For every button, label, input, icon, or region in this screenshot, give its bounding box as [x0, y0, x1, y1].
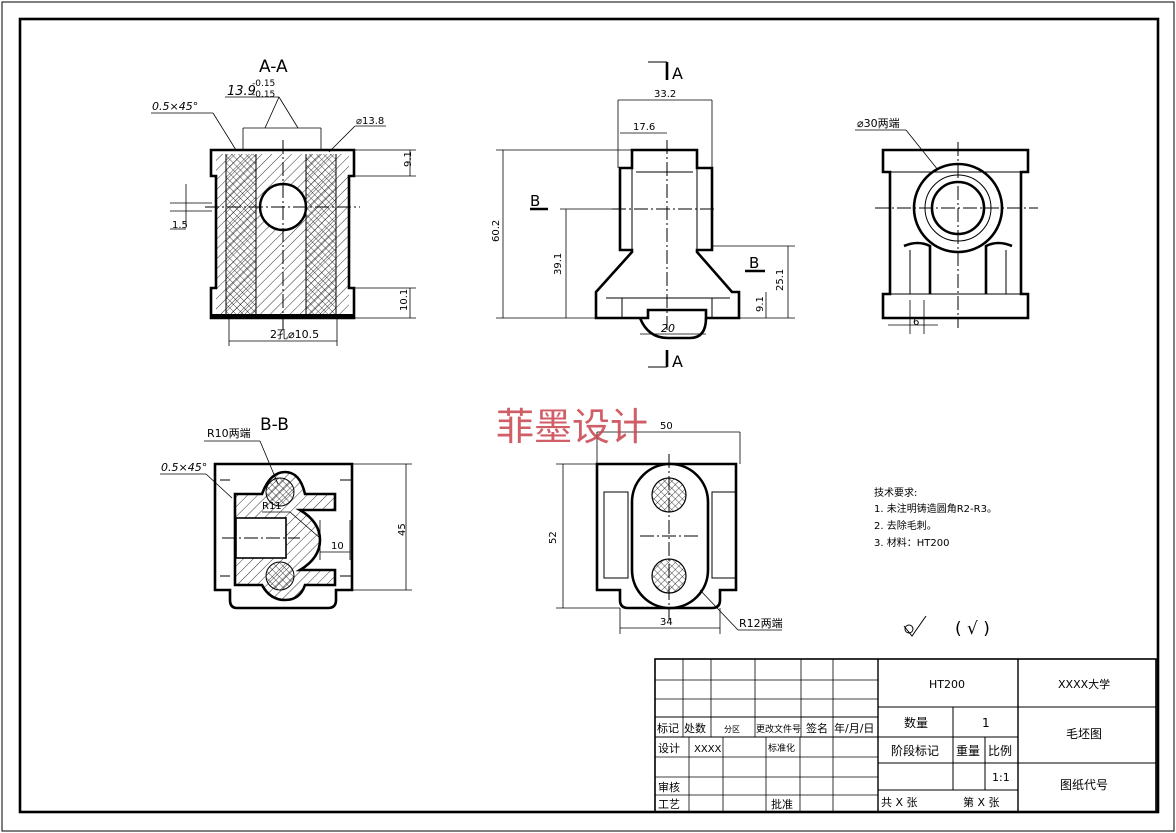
tol-upper: -0.15: [252, 79, 275, 89]
top-dim-width: 50: [660, 421, 673, 432]
title-block: [654, 658, 1157, 813]
tb-school: XXXX大学: [1058, 677, 1110, 691]
side-dia: ⌀30两端: [857, 117, 900, 130]
front-dim-inner: 17.6: [633, 122, 655, 133]
aa-holes: 2孔⌀10.5: [270, 328, 319, 341]
section-aa-view: A-A 13.9 -0.15 -0.15 0.5×45° ⌀13.8 9.1: [151, 57, 416, 346]
section-bb-view: B-B R10两端 0.5×45° R11 10 45: [160, 415, 412, 610]
top-radius: R12两端: [739, 617, 783, 630]
surface-roughness-note: ( √ ): [955, 619, 990, 639]
front-mark-b-left: B: [530, 192, 540, 210]
front-dim-base: 9.1: [755, 296, 766, 312]
side-view: ⌀30两端 6: [855, 117, 1038, 334]
title-block-text: HT200 XXXX大学 毛坯图 图纸代号 数量 1 阶段标记 重量 比例 1:…: [657, 677, 1110, 811]
side-dim-bottom: 6: [913, 317, 919, 328]
tol-lower: -0.15: [252, 90, 275, 100]
front-dim-right: 25.1: [775, 269, 786, 291]
bb-radius-top: R10两端: [207, 427, 251, 440]
aa-dim-top-right: 9.1: [403, 151, 414, 167]
tb-rev-header-6: 年/月/日: [834, 721, 874, 735]
aa-chamfer: 0.5×45°: [152, 100, 198, 113]
tb-review-label: 审核: [658, 780, 680, 794]
front-dim-mid: 39.1: [553, 253, 564, 275]
tb-process-label: 工艺: [658, 798, 680, 811]
front-dim-slot: 20: [661, 322, 675, 335]
tb-material: HT200: [929, 678, 965, 691]
tb-sheet-no: 第 X 张: [963, 795, 1000, 809]
tb-design-label: 设计: [658, 742, 680, 755]
tb-drawing-name: 毛坯图: [1066, 727, 1102, 741]
bb-dim-inner: 10: [331, 541, 344, 552]
notes-item-2: 2. 去除毛刺。: [874, 519, 937, 532]
front-mark-a-top: A: [672, 64, 683, 83]
aa-dia-top: ⌀13.8: [356, 116, 384, 127]
notes-title: 技术要求:: [874, 486, 917, 499]
notes-item-3: 3. 材料：HT200: [874, 536, 949, 549]
aa-dim-left: 1.5: [172, 220, 188, 231]
top-dim-bottom: 34: [660, 617, 673, 628]
tb-scale-value: 1:1: [992, 771, 1010, 784]
front-dim-width: 33.2: [654, 89, 676, 100]
section-bb-title: B-B: [260, 415, 289, 435]
front-dim-height: 60.2: [491, 220, 502, 242]
tb-drawing-code: 图纸代号: [1060, 778, 1108, 792]
tb-total-sheets: 共 X 张: [881, 796, 918, 809]
tb-standard-label: 标准化: [768, 742, 795, 754]
technical-notes: 技术要求: 1. 未注明铸造圆角R2-R3。 2. 去除毛刺。 3. 材料：HT…: [874, 486, 997, 549]
tb-rev-header-3: 分区: [724, 725, 740, 734]
front-view: A A B B 33.2 17.6 60.2 39.1 25.1 9.1 20: [491, 61, 795, 371]
bb-dim-height: 45: [397, 523, 408, 536]
aa-dim-bottom-right: 10.1: [399, 289, 410, 311]
notes-item-1: 1. 未注明铸造圆角R2-R3。: [874, 502, 997, 515]
front-mark-a-bottom: A: [672, 352, 683, 371]
bb-chamfer: 0.5×45°: [161, 461, 207, 474]
tb-quantity-label: 数量: [904, 715, 928, 730]
surface-roughness-symbol: ( √ ): [903, 615, 990, 639]
inner-border: [18, 17, 1160, 814]
tb-quantity-value: 1: [982, 716, 990, 730]
tb-rev-header-2: 处数: [684, 722, 706, 735]
front-mark-b-right: B: [749, 254, 759, 272]
top-view: 50 52 34 R12两端: [548, 421, 783, 634]
tol-value: 13.9: [227, 84, 256, 99]
bb-radius-inner: R11: [262, 501, 282, 512]
watermark: 菲墨设计: [496, 405, 648, 449]
top-dim-height: 52: [548, 531, 559, 544]
tb-rev-header-1: 标记: [657, 721, 679, 735]
tb-rev-header-4: 更改文件号: [756, 723, 801, 735]
tb-weight-label: 重量: [956, 744, 980, 758]
tb-rev-header-5: 签名: [806, 721, 828, 735]
tb-designer: XXXX: [694, 744, 722, 755]
tb-scale-label: 比例: [988, 744, 1012, 758]
section-aa-title: A-A: [259, 57, 288, 77]
tb-stage-label: 阶段标记: [891, 743, 939, 758]
tb-approve-label: 批准: [771, 797, 793, 811]
